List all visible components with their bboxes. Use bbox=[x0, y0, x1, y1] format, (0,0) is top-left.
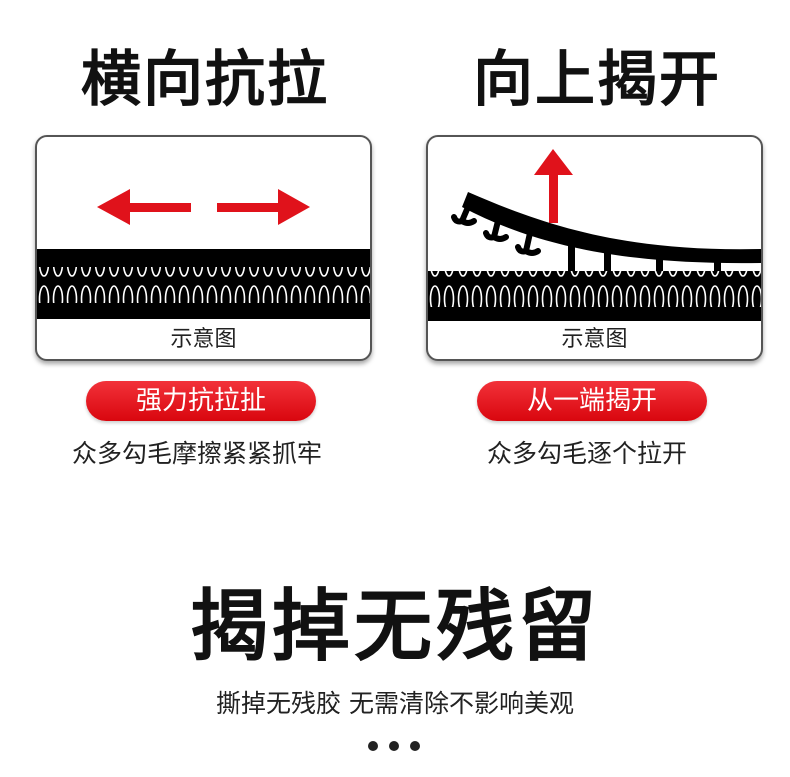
right-feature-badge: 从一端揭开 bbox=[477, 381, 707, 421]
left-title: 横向抗拉 bbox=[81, 45, 329, 115]
peel-up-diagram: 示意图 bbox=[426, 135, 763, 361]
left-arrow-icon bbox=[97, 189, 191, 225]
lateral-pull-illustration bbox=[37, 189, 370, 319]
left-caption: 示意图 bbox=[170, 327, 237, 352]
dot-icon bbox=[368, 741, 378, 751]
left-subtitle: 众多勾毛摩擦紧紧抓牢 bbox=[71, 439, 322, 468]
right-title: 向上揭开 bbox=[473, 45, 721, 115]
dot-icon bbox=[389, 741, 399, 751]
up-arrow-icon bbox=[534, 149, 573, 223]
right-subtitle: 众多勾毛逐个拉开 bbox=[486, 439, 687, 468]
tagline: 撕掉无残胶 无需清除不影响美观 bbox=[216, 689, 574, 718]
lateral-pull-diagram: 示意图 bbox=[35, 135, 372, 361]
peel-up-illustration bbox=[428, 149, 761, 321]
right-caption: 示意图 bbox=[561, 327, 628, 352]
headline: 揭掉无残留 bbox=[189, 582, 600, 672]
left-feature-badge: 强力抗拉扯 bbox=[86, 381, 316, 421]
dot-icon bbox=[410, 741, 420, 751]
right-arrow-icon bbox=[217, 189, 310, 225]
